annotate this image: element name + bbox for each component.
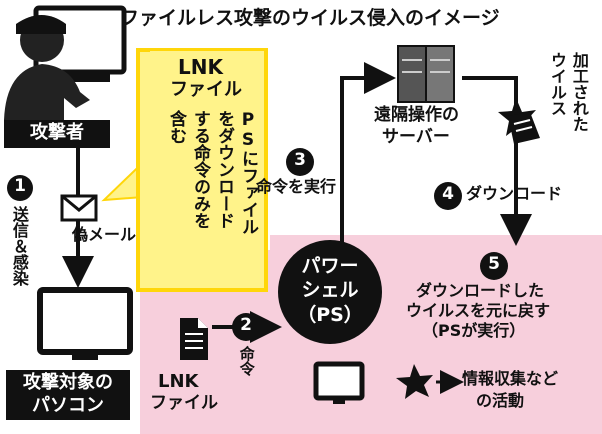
ps-monitor: [313, 361, 365, 404]
activity-label-1: 情報収集など: [462, 369, 559, 388]
powershell-circle: [278, 240, 382, 344]
ps-label-2: シェル: [301, 279, 359, 301]
attacker-figure: [4, 5, 127, 120]
ps-to-server-arrow: [340, 62, 396, 250]
target-pc-monitor: [37, 287, 133, 360]
target-pc-label-bg: [6, 370, 130, 420]
target-pc-label-1: 攻撃対象の: [23, 372, 113, 393]
lnk-file-label-2: ファイル: [150, 393, 218, 413]
lnk-callout-desc-col2: をダウンロード: [214, 110, 235, 229]
envelope-icon: [60, 194, 98, 222]
step2-label: 命令: [237, 346, 256, 376]
ps-label-1: パワー: [301, 255, 359, 277]
lnk-callout-desc-col3: する命令のみを: [190, 110, 211, 229]
step4-number: 4: [442, 184, 454, 204]
lnk-file-icon: [180, 318, 208, 360]
download-arrow: [462, 76, 532, 246]
virus-document-icon: [508, 112, 540, 144]
server-label-1: 遠隔操作の: [374, 105, 459, 125]
step3-badge: [286, 148, 314, 176]
activity-star-icon: [396, 364, 433, 399]
lnk-callout-desc-col1: PSにファイル: [238, 110, 259, 235]
page-title: ファイルレス攻撃のウイルス侵入のイメージ: [120, 7, 500, 29]
lnk-file-label-1: LNK: [158, 371, 199, 392]
fake-mail-label: 偽メール: [72, 225, 137, 244]
step4-badge: [434, 182, 462, 210]
step1-number: 1: [14, 176, 26, 196]
step3-number: 3: [294, 150, 306, 170]
processed-virus-col2: ウイルス: [547, 52, 567, 116]
server-icon: [397, 45, 455, 103]
processed-virus-col1: 加工された: [569, 52, 589, 132]
attacker-label-bg: [4, 120, 110, 148]
step5-line3: （PSが実行）: [422, 321, 526, 340]
lnk-callout-title-2: ファイル: [170, 79, 242, 100]
step5-line2: ウイルスを元に戻す: [406, 301, 551, 320]
server-label-2: サーバー: [382, 127, 450, 147]
step3-label: 命令を実行: [256, 177, 337, 196]
lnk-callout-title-1: LNK: [178, 55, 223, 79]
lnk-callout-desc-col4: 含む: [166, 110, 187, 144]
step5-line1: ダウンロードした: [416, 281, 545, 300]
step4-label: ダウンロード: [466, 184, 563, 203]
step1-badge: [7, 175, 33, 201]
step5-badge: [480, 252, 508, 280]
ps-label-3: （PS）: [297, 304, 363, 326]
step5-number: 5: [488, 254, 500, 274]
step1-label: 送信＆感染: [9, 206, 29, 286]
target-pc-label-2: パソコン: [32, 395, 104, 416]
activity-label-2: の活動: [476, 391, 525, 410]
attacker-label: 攻撃者: [30, 122, 84, 143]
step2-number: 2: [240, 315, 252, 335]
